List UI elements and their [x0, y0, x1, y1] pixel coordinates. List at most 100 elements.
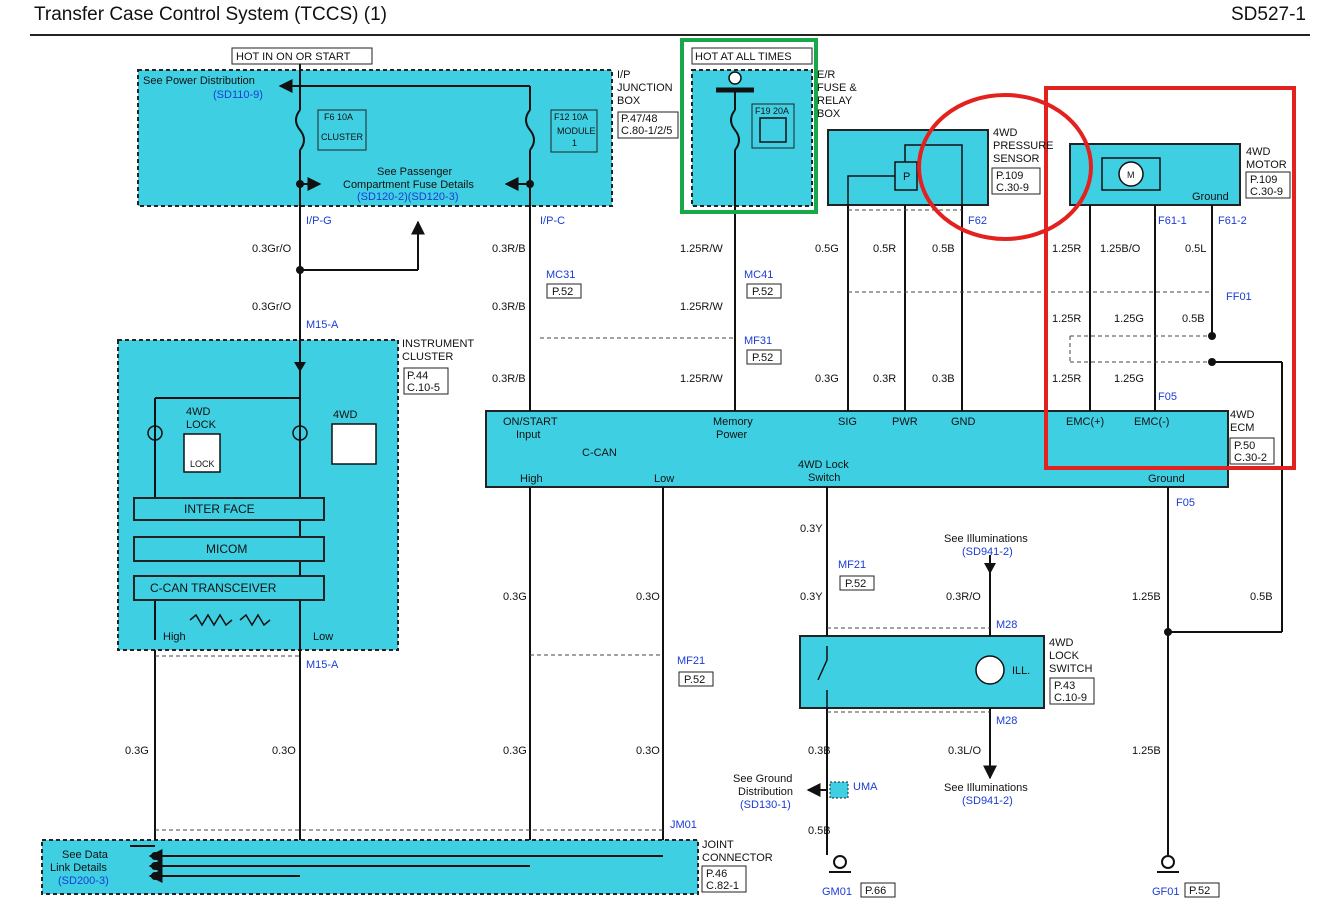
cluster-label-2: CLUSTER [402, 351, 453, 363]
wire-label: 0.5B [1182, 313, 1205, 325]
pressure-sensor-letter: P [903, 171, 910, 183]
wire-label: 0.3R [873, 373, 896, 385]
cluster-ref-2: C.10-5 [407, 382, 440, 394]
illum-top-ref: (SD941-2) [962, 546, 1013, 558]
fuse-f6: F6 10A [324, 112, 353, 122]
motor-icon [1118, 161, 1144, 187]
wire-label: 0.5G [815, 243, 839, 255]
wire-label: 1.25R/W [680, 301, 723, 313]
ecm-memory-1: Memory [713, 416, 753, 428]
wire-label: 0.3Gr/O [252, 243, 292, 255]
wire-label: 0.3O [636, 745, 660, 757]
uma-connector-icon [829, 781, 849, 799]
ecm-gnd: GND [951, 416, 976, 428]
header-rule [30, 34, 1310, 36]
highlight-green [680, 38, 818, 214]
cluster-4wd: 4WD [333, 409, 358, 421]
ip-box-ref-1: P.47/48 [621, 113, 658, 125]
motor-ground: Ground [1192, 191, 1229, 203]
ecm-ccan: C-CAN [582, 447, 617, 459]
lock-switch-conn-top: M28 [996, 619, 1017, 631]
label-frames [231, 47, 1291, 898]
lock-indicator-icon [183, 433, 221, 473]
joint-see-dl-2: Link Details [50, 862, 107, 874]
joint-see-dl-ref: (SD200-3) [58, 875, 109, 887]
ip-box-label-1: I/P [617, 69, 630, 81]
cluster-lock-word: LOCK [190, 459, 215, 469]
see-passenger-2: Compartment Fuse Details [343, 179, 474, 191]
hot-on-start-label: HOT IN ON OR START [236, 51, 351, 63]
fuse-f12-num: 1 [572, 138, 577, 148]
splice-dots [151, 180, 1216, 880]
wire-label: 1.25B/O [1100, 243, 1141, 255]
ecm-ground: Ground [1148, 473, 1185, 485]
fuse-symbols [295, 109, 740, 151]
joint-ref-1: P.46 [706, 868, 727, 880]
wire-label: 0.3Y [800, 523, 823, 535]
illum-bottom: See Illuminations [944, 782, 1028, 794]
wire-label: 0.3Y [800, 591, 823, 603]
illum-bottom-ref: (SD941-2) [962, 795, 1013, 807]
joint-ref-2: C.82-1 [706, 880, 739, 892]
diode-icon [294, 362, 306, 372]
wire-label: 0.5R [873, 243, 896, 255]
fuse-f12: F12 10A [554, 112, 588, 122]
ground-gf01-ref: P.52 [1189, 885, 1210, 897]
wire-label: 1.25R [1052, 243, 1081, 255]
wire-label: 0.5B [932, 243, 955, 255]
highlight-red-circle [917, 93, 1093, 241]
motor-conn-1: F61-1 [1158, 215, 1187, 227]
diagram-title: Transfer Case Control System (TCCS) (1) [34, 4, 387, 25]
4wd-led-icon [292, 425, 308, 441]
lock-switch-ill: ILL. [1012, 665, 1030, 677]
wire-label: 1.25R [1052, 313, 1081, 325]
lock-switch-box [799, 635, 1045, 709]
wire-label: 0.3L/O [948, 745, 981, 757]
conn-m15a-top: M15-A [306, 319, 339, 331]
lock-switch-label-2: LOCK [1049, 650, 1080, 662]
ecm-on-start-1: ON/START [503, 416, 558, 428]
battery-icon [728, 71, 742, 85]
wire-label: 0.3B [808, 745, 831, 757]
motor-label-1: 4WD [1246, 146, 1271, 158]
cluster-interface: INTER FACE [184, 502, 255, 516]
diagram-code: SD527-1 [1231, 4, 1306, 25]
conn-mf21-b: MF21 [677, 655, 705, 667]
conn-mf21-a-ref: P.52 [845, 578, 866, 590]
ecm-emc-minus: EMC(-) [1134, 416, 1169, 428]
wire-label: 0.3R/O [946, 591, 981, 603]
pressure-sensor-box [827, 129, 989, 206]
cluster-micom: MICOM [206, 542, 247, 556]
er-box-label-3: RELAY [817, 95, 853, 107]
see-passenger-ref: (SD120-2)(SD120-3) [357, 191, 458, 203]
see-power-distribution: See Power Distribution [143, 75, 255, 87]
wire-label: 0.3B [932, 373, 955, 385]
ip-box-label-2: JUNCTION [617, 82, 673, 94]
pressure-sensor-ref-2: C.30-9 [996, 182, 1029, 194]
conn-mc31: MC31 [546, 269, 575, 281]
er-box-label-1: E/R [817, 69, 835, 81]
illum-top: See Illuminations [944, 533, 1028, 545]
ecm-lock-switch-2: Switch [808, 472, 840, 484]
er-box-label-2: FUSE & [817, 82, 857, 94]
see-passenger-1: See Passenger [377, 166, 453, 178]
wire-label: 0.3G [503, 745, 527, 757]
wire-label: 1.25R/W [680, 243, 723, 255]
conn-mf21-a: MF21 [838, 559, 866, 571]
wire-label: 0.5B [808, 825, 831, 837]
joint-conn: JM01 [670, 819, 697, 831]
pressure-sensor-label-3: SENSOR [993, 153, 1040, 165]
conn-mc41: MC41 [744, 269, 773, 281]
wires [130, 62, 1283, 883]
lock-switch-label-1: 4WD [1049, 637, 1074, 649]
highlight-red-box [1044, 86, 1296, 470]
lock-switch-conn-bottom: M28 [996, 715, 1017, 727]
ecm-box [485, 410, 1229, 488]
ground-dist-conn: UMA [853, 781, 878, 793]
motor-ref-1: P.109 [1250, 174, 1277, 186]
see-power-ref: (SD110-9) [213, 89, 263, 101]
wire-label: 1.25R [1052, 373, 1081, 385]
resistor-icon [189, 613, 271, 627]
conn-f05-top: F05 [1158, 391, 1177, 403]
instrument-cluster-box [117, 339, 399, 651]
